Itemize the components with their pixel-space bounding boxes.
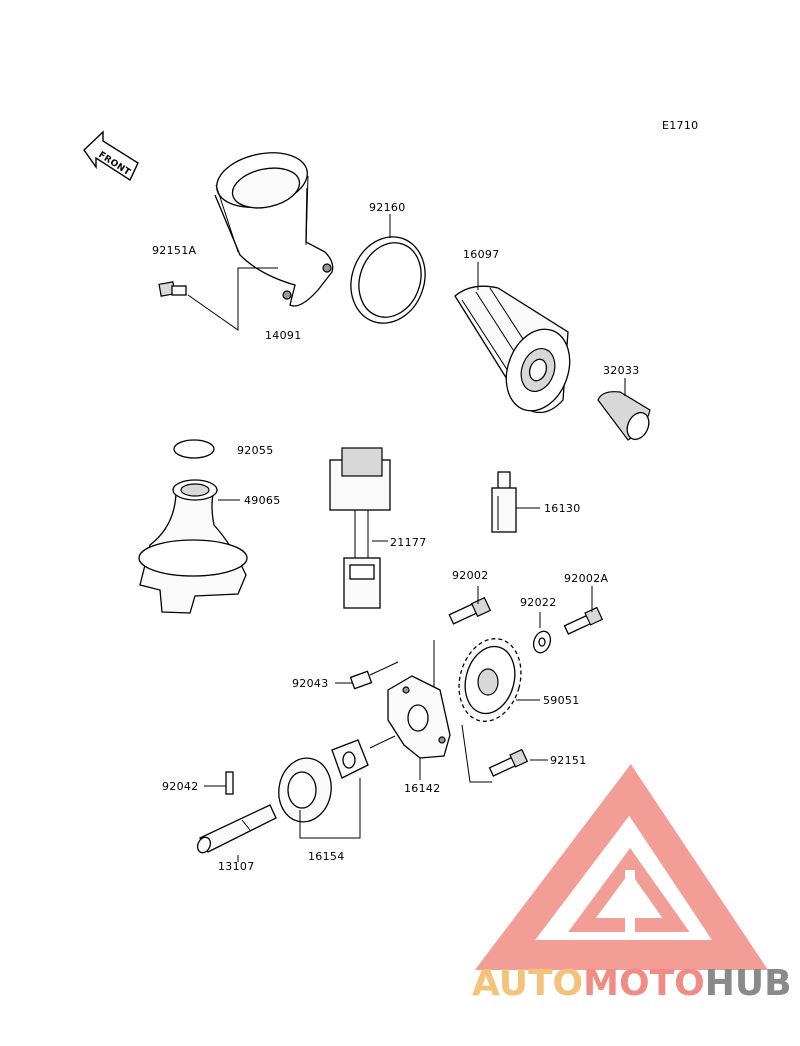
label-92022: 92022 <box>520 596 557 609</box>
oil-filter-part <box>454 285 571 414</box>
bolt-92002a-part <box>563 606 604 635</box>
screen-32033-part <box>597 391 651 441</box>
shaft-13107-part <box>196 804 277 854</box>
pin-92042-part <box>225 771 234 795</box>
label-21177: 21177 <box>390 536 427 549</box>
label-32033: 32033 <box>603 364 640 377</box>
oil-pressure-switch-21177-part <box>329 447 391 609</box>
label-92055: 92055 <box>237 444 274 457</box>
label-16154: 16154 <box>308 850 345 863</box>
watermark-auto: AUTO <box>472 963 583 1004</box>
watermark-logo <box>474 764 769 970</box>
diagram-code: E1710 <box>662 119 698 132</box>
watermark-text: AUTOMOTOHUB <box>472 963 792 1004</box>
front-arrow-icon: FRONT <box>83 130 139 182</box>
gear-59051-part <box>458 638 522 722</box>
fitting-16130-part <box>491 471 517 533</box>
label-92151: 92151 <box>550 754 587 767</box>
label-13107: 13107 <box>218 860 255 873</box>
strainer-49065-part <box>138 479 248 614</box>
washer-92022-part <box>532 630 552 654</box>
label-92042: 92042 <box>162 780 199 793</box>
bolt-92151-part <box>488 748 529 777</box>
label-92043: 92043 <box>292 677 329 690</box>
gasket-92160-part <box>350 236 426 324</box>
oil-filter-cover-part <box>214 152 334 307</box>
label-16142: 16142 <box>404 782 441 795</box>
o-ring-92055-part <box>173 439 215 459</box>
label-14091: 14091 <box>265 329 302 342</box>
label-49065: 49065 <box>244 494 281 507</box>
label-16130: 16130 <box>544 502 581 515</box>
label-92151A: 92151A <box>152 244 196 257</box>
pump-cover-16142-part <box>387 675 451 759</box>
bolt-92151a-part <box>158 281 187 297</box>
watermark-hub: HUB <box>705 963 792 1004</box>
watermark-moto: MOTO <box>583 963 705 1004</box>
label-92160: 92160 <box>369 201 406 214</box>
label-16097: 16097 <box>463 248 500 261</box>
label-59051: 59051 <box>543 694 580 707</box>
label-92002: 92002 <box>452 569 489 582</box>
label-92002A: 92002A <box>564 572 608 585</box>
bolt-92002-part <box>448 596 492 625</box>
pin-92043-part <box>349 670 373 690</box>
rotor-16154-part <box>278 739 369 823</box>
